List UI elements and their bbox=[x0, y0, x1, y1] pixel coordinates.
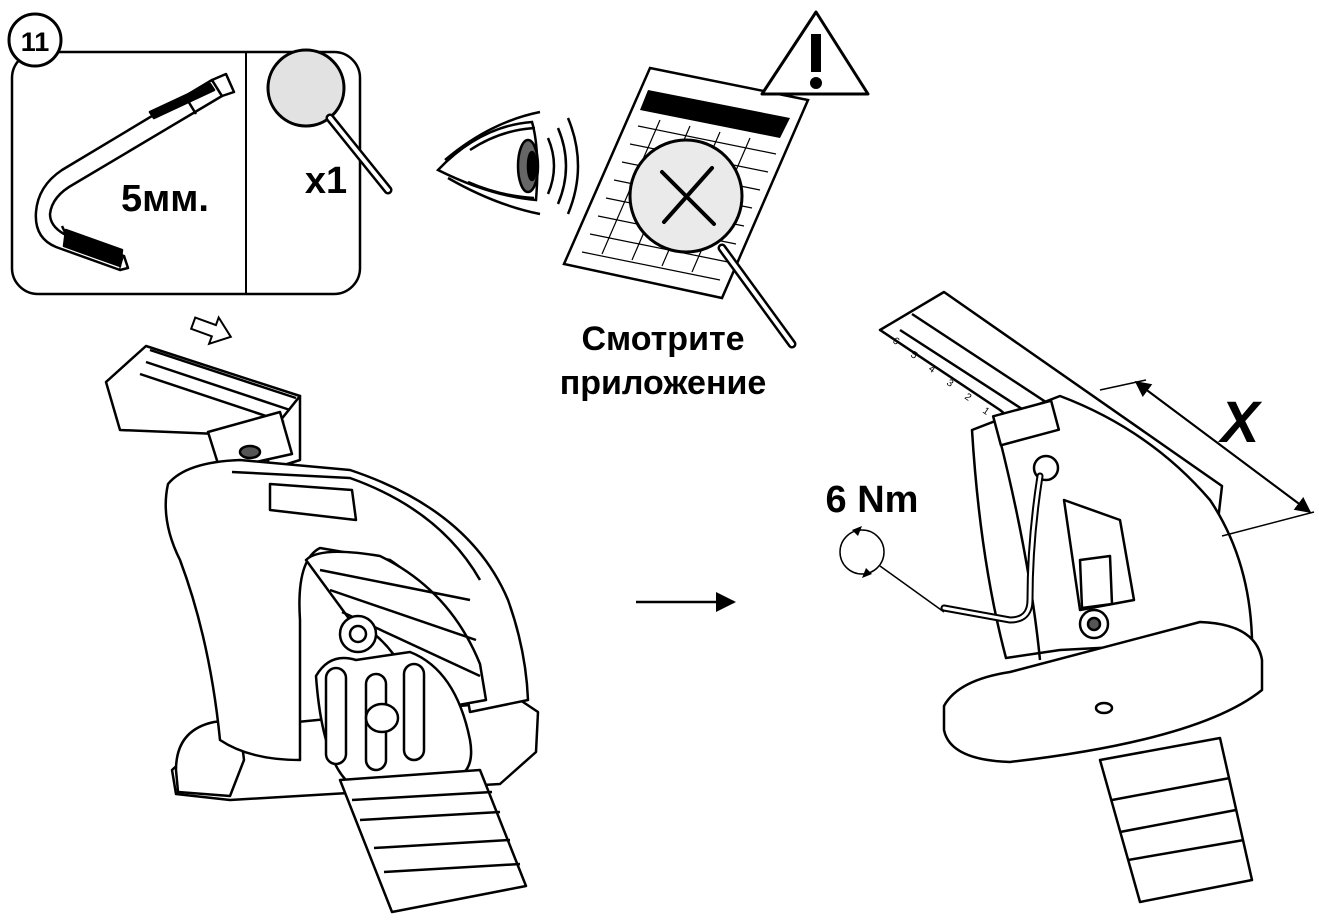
svg-text:6: 6 bbox=[890, 335, 901, 347]
svg-text:1: 1 bbox=[980, 405, 991, 417]
measurement-indicator: X bbox=[1099, 379, 1315, 537]
svg-text:2: 2 bbox=[962, 391, 973, 403]
hex-key-size-label: 5мм. bbox=[121, 178, 209, 220]
step-number-badge: 11 bbox=[7, 12, 63, 68]
magnifier-icon bbox=[266, 48, 393, 195]
measurement-label: X bbox=[1218, 390, 1263, 455]
roof-rack-foot-right: 6 5 4 3 2 1 bbox=[878, 290, 1264, 904]
hex-key-icon bbox=[34, 72, 236, 272]
eye-icon bbox=[435, 110, 580, 216]
tool-panel: 11 5мм. x1 bbox=[7, 12, 393, 296]
svg-text:4: 4 bbox=[926, 363, 937, 375]
svg-text:3: 3 bbox=[944, 377, 955, 389]
note-line1: Смотрите bbox=[581, 320, 744, 358]
warning-triangle-icon bbox=[760, 10, 870, 96]
step-number: 11 bbox=[21, 27, 50, 57]
quantity-label: x1 bbox=[305, 160, 347, 202]
magnifier-large-icon bbox=[628, 138, 797, 349]
note-line2: приложение bbox=[560, 364, 767, 402]
svg-text:5: 5 bbox=[908, 349, 919, 361]
roof-rack-foot-left bbox=[104, 344, 540, 914]
rotate-icon bbox=[839, 526, 945, 613]
torque-label: 6 Nm bbox=[826, 479, 919, 521]
arrow-hollow-icon bbox=[189, 315, 233, 346]
